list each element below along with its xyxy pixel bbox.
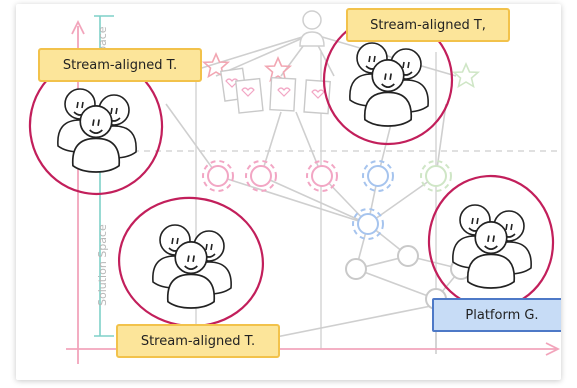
y-axis-label: Solution Space	[96, 224, 109, 306]
team-cluster-platform	[427, 174, 555, 310]
node-pink-halo	[306, 160, 338, 192]
team-label-stream-aligned-1: Stream-aligned T.	[38, 48, 202, 82]
green-card	[451, 62, 481, 89]
dependency-links	[165, 33, 462, 354]
team-cluster-stream-aligned-1	[28, 56, 164, 196]
person-icon	[466, 221, 516, 289]
node-pink-halo	[245, 160, 277, 192]
y-axis-arrow	[71, 19, 85, 35]
card-3	[234, 77, 264, 114]
node-pink	[207, 165, 229, 187]
capability-nodes	[202, 160, 472, 310]
team-label-platform: Platform G.	[432, 298, 561, 332]
node-blue	[357, 213, 379, 235]
customer-figure	[299, 10, 325, 47]
node-blue-halo	[362, 160, 394, 192]
node-grey	[397, 245, 419, 267]
story-cards	[201, 52, 481, 115]
node-green	[425, 165, 447, 187]
node-grey	[345, 258, 367, 280]
team-cluster-stream-aligned-2	[322, 14, 454, 146]
team-cluster-stream-aligned-3	[117, 196, 265, 328]
x-axis-arrow	[545, 342, 561, 356]
node-blue-halo	[352, 208, 384, 240]
team-label-stream-aligned-3: Stream-aligned T.	[116, 324, 280, 358]
node-pink	[250, 165, 272, 187]
diagram-canvas	[28, 10, 561, 364]
diagram-card: Space Solution Space Stream-aligned T. S…	[16, 4, 561, 380]
person-icon	[71, 105, 121, 173]
person-icon	[166, 241, 216, 309]
team-label-stream-aligned-2: Stream-aligned T,	[346, 8, 510, 42]
node-green-halo	[420, 160, 452, 192]
star-card-2	[263, 56, 297, 112]
team-clusters	[28, 14, 555, 328]
node-pink	[311, 165, 333, 187]
node-blue	[367, 165, 389, 187]
person-icon	[363, 59, 413, 127]
node-pink-halo	[202, 160, 234, 192]
